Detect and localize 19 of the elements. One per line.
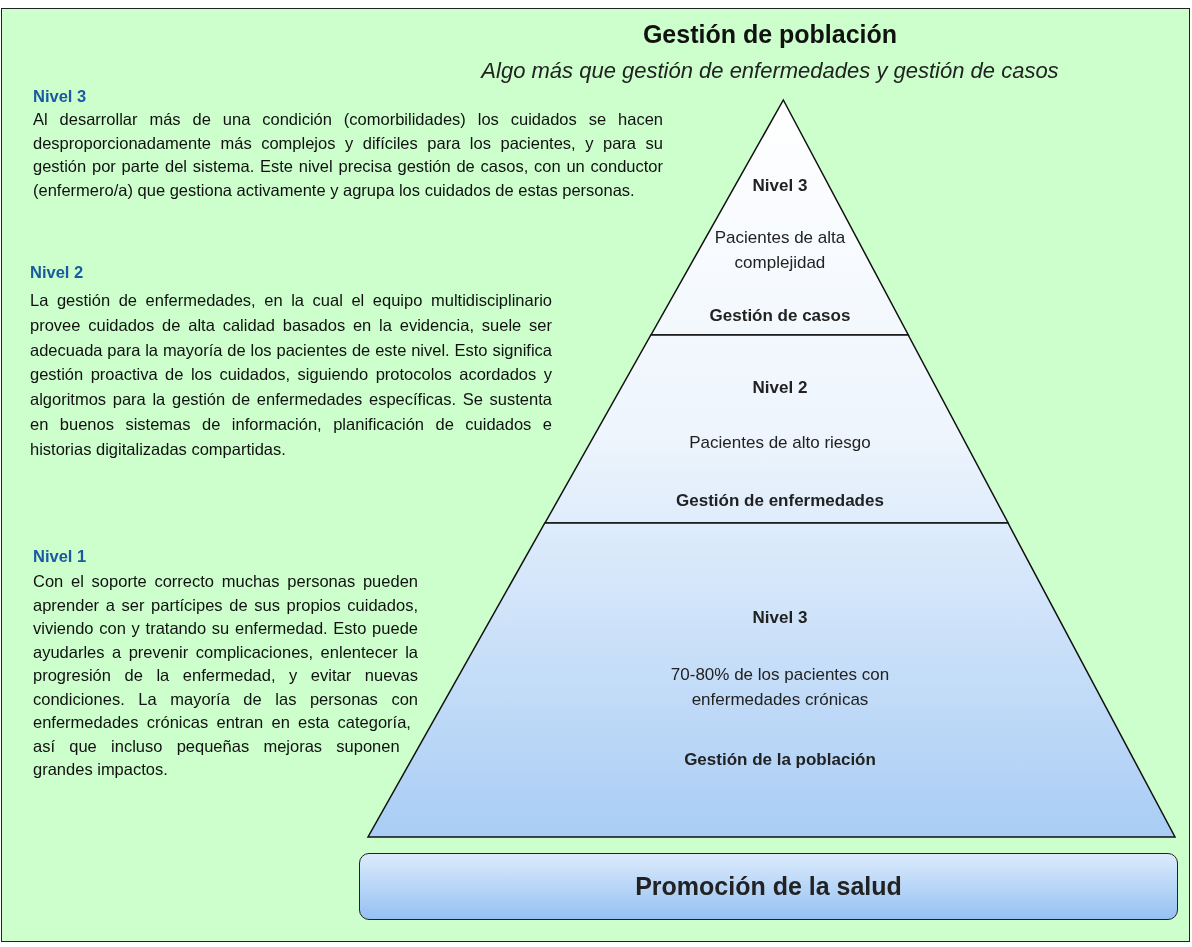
level-heading: Nivel 2 [30,263,84,282]
base-bar [359,853,1178,920]
base-bar-text: Promoción de la salud [635,872,902,901]
level-heading: Nivel 1 [33,547,87,566]
tier-strategy: Gestión de casos [708,305,852,327]
title-text: Gestión de población [641,20,899,49]
tier-strategy: Gestión de enfermedades [675,490,885,512]
level-description: Al desarrollar más de una condición (comorbilidades) los cuidados se hacen desproporcionadamente más complejos y difíciles para los pacientes, y para su gestión por parte del sistema. Este nivel precisa gestión de casos, con un conductor (enfermero/a) que gestiona activamente y agrupa los cuidados de estas personas. [33,109,663,201]
level-description: Con el soporte correcto muchas personas pueden aprender a ser partícipes de sus propios cuidados, viviendo con y tratando su enfermedad. Esto puede ayudarles a prevenir complicaciones, enlentecer la progresión de la enfermedad, y evitar nuevas condiciones. La mayoría de las personas con enfermedades crónicas entran en esta categoría, así que incluso pequeñas mejoras suponen grandes impactos. [33,571,419,780]
tier-heading: Nivel 3 [751,175,809,197]
level-heading: Nivel 3 [33,87,87,106]
tier-description: 70-80% de los pacientes con enfermedades crónicas [669,664,891,711]
tier-heading: Nivel 2 [751,377,809,399]
subtitle-text: Algo más que gestión de enfermedades y gestión de casos [479,58,1060,84]
tier-description: Pacientes de alta complejidad [713,227,847,274]
level-description: La gestión de enfermedades, en la cual el equipo multidisciplinario provee cuidados de alta calidad basados en la evidencia, suele ser adecuada para la mayoría de los pacientes de este nivel. Esto significa gestión proactiva de los cuidados, siguiendo protocolos acordados y algoritmos para la gestión de enfermedades específicas. Se sustenta en buenos sistemas de información, planificación de cuidados e historias digitalizadas compartidas. [30,290,552,460]
tier-strategy: Gestión de la población [683,749,877,771]
tier-heading: Nivel 3 [751,607,809,629]
tier-description: Pacientes de alto riesgo [688,432,872,454]
